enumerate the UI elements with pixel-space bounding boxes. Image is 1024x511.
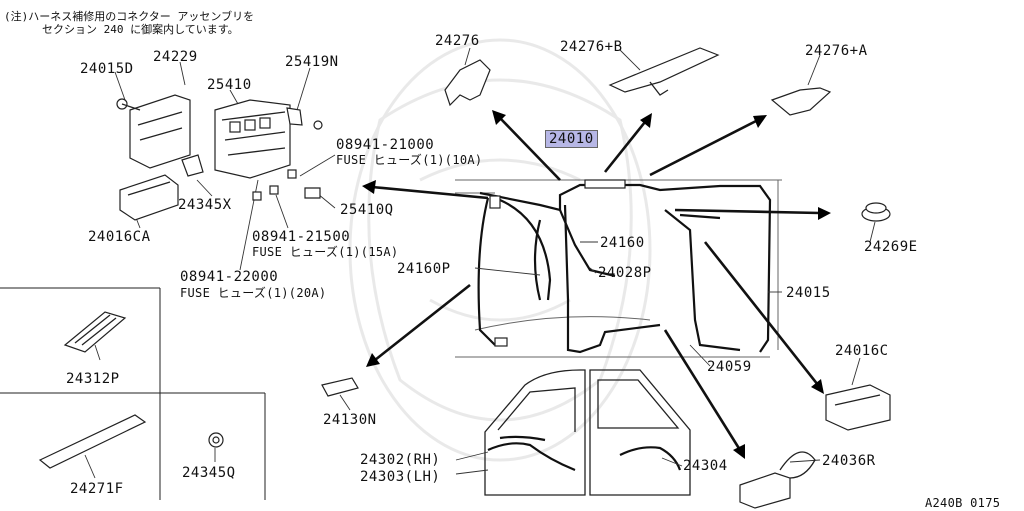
part-label-24345x: 24345X [178,197,232,213]
clip-24345q [208,432,224,448]
part-label-24028p: 24028P [598,265,652,281]
part-label-24304: 24304 [683,458,728,474]
part-desc-08941-21500: FUSE ヒューズ(1)(15A) [252,245,399,259]
part-label-24302-rh: 24302(RH) [360,452,441,468]
fuses [252,169,321,201]
bolt-24015d [116,98,141,111]
pointer-arrows [362,110,831,459]
fuse-box-25410 [214,99,291,179]
part-label-24015: 24015 [786,285,831,301]
part-label-24036r: 24036R [822,453,876,469]
part-label-24130n: 24130N [323,412,377,428]
part-label-24312p: 24312P [66,371,120,387]
bracket-24276b [608,47,720,96]
part-label-08941-21500: 08941-21500 [252,229,351,245]
part-label-24160p: 24160P [397,261,451,277]
grommet-24269e [861,202,891,222]
strip-24271f [38,414,147,469]
part-desc-08941-21000: FUSE ヒューズ(1)(10A) [336,153,483,167]
part-label-24271f: 24271F [70,481,124,497]
part-label-25419n: 25419N [285,54,339,70]
connector-24016c [825,384,891,431]
bracket-24276 [444,59,491,107]
repair-note-line-2: セクション 240 に御案内しています。 [42,23,239,36]
part-label-24345q: 24345Q [182,465,236,481]
part-label-08941-22000: 08941-22000 [180,269,279,285]
door-outlines [484,369,691,496]
part-label-24016c: 24016C [835,343,889,359]
clip-24345x [181,154,204,177]
repair-note-line-1: (注)ハーネス補修用のコネクター アッセンブリを [4,10,255,23]
connector-24130n [321,377,359,397]
part-label-24010: 24010 [545,130,598,148]
diagram-code: A240B 0175 [925,496,1001,510]
part-label-24016ca: 24016CA [88,229,151,245]
part-label-24276b: 24276+B [560,39,623,55]
relay-block-24229 [129,94,191,169]
connector-24036r [739,451,816,509]
part-label-24269e: 24269E [864,239,918,255]
repair-note: (注)ハーネス補修用のコネクター アッセンブリを セクション 240 に御案内し… [4,10,254,36]
part-label-24160: 24160 [600,235,645,251]
part-label-24276a: 24276+A [805,43,868,59]
grille-24312p [63,311,127,353]
part-label-25410q: 25410Q [340,202,394,218]
part-label-24229: 24229 [153,49,198,65]
part-label-25410: 25410 [207,77,252,93]
part-label-24276: 24276 [435,33,480,49]
part-label-08941-21000: 08941-21000 [336,137,435,153]
inset-frame [0,287,266,500]
part-label-24303-lh: 24303(LH) [360,469,441,485]
clip-25419n [286,107,323,130]
main-harness [477,179,772,354]
part-label-24059: 24059 [707,359,752,375]
connector-24016ca [119,174,179,221]
bracket-24276a [770,87,832,116]
part-label-24015d: 24015D [80,61,134,77]
part-desc-08941-22000: FUSE ヒューズ(1)(20A) [180,286,327,300]
